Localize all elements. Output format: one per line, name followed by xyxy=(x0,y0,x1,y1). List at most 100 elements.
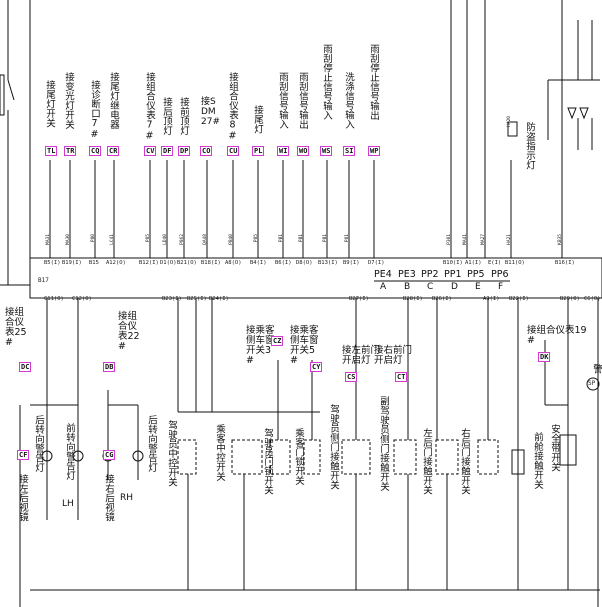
label-left-rear-turn: 后转向警告灯 xyxy=(33,415,44,472)
pin-b27: B27(I) xyxy=(349,296,369,302)
wire-dp: P862 xyxy=(180,234,185,245)
code-cs: CS xyxy=(345,372,358,382)
pin-b15: B15 xyxy=(89,260,99,266)
label-front-dome: 接前顶灯 xyxy=(178,97,189,135)
pp1-label: PP1 xyxy=(444,269,462,280)
pin-d7: D7(I) xyxy=(368,260,385,266)
pin-b21: B21(O) xyxy=(177,260,197,266)
wire-pl: P85 xyxy=(254,234,259,243)
pin-b9: B9(I) xyxy=(343,260,360,266)
label-driver-lock-switch: 驾驶员中控开关 xyxy=(166,420,177,487)
wire-ws: PB1 xyxy=(323,234,328,243)
pin-e: E(I) xyxy=(488,260,502,266)
code-df: DF xyxy=(161,146,174,156)
code-wo: WO xyxy=(297,146,310,156)
code-cr: CR xyxy=(107,146,120,156)
pin-b28: B28(I) xyxy=(403,296,423,302)
code-co: CO xyxy=(200,146,213,156)
pin-b23: B23(I) xyxy=(162,296,182,302)
label-warning: 警 xyxy=(591,364,602,374)
label-dimmer-switch: 接变光灯开关 xyxy=(63,72,74,129)
label-wiper-stop-out: 雨刮停止信号输出 xyxy=(368,44,379,120)
label-hood-switch: 前舱接触开关 xyxy=(532,432,543,489)
pin-b18: B18(I) xyxy=(201,260,221,266)
wire-ha21: HA21 xyxy=(507,234,512,245)
letter-b: B xyxy=(404,282,411,292)
label-tail-relay: 接尾灯继电器 xyxy=(108,72,119,129)
pin-a12: A12(O) xyxy=(106,260,126,266)
code-tl: TL xyxy=(45,146,58,156)
code-ct: CT xyxy=(395,372,408,382)
pin-b10: B10(I) xyxy=(443,260,463,266)
wire-ma27: MA27 xyxy=(481,234,486,245)
pin-b24: B24(I) xyxy=(209,296,229,302)
label-diag-port: 接诊断口7# xyxy=(89,80,100,140)
label-sdm: 接SDM27# xyxy=(201,97,220,127)
label-anti-theft: 防盗指示灯 xyxy=(524,122,535,170)
pin-b22: B22(I) xyxy=(509,296,529,302)
pin-b16: B16(I) xyxy=(555,260,575,266)
pe3-label: PE3 xyxy=(398,269,416,280)
pin-a8: A8(O) xyxy=(225,260,242,266)
wire-co: QA48 xyxy=(203,234,208,245)
code-cq: CQ xyxy=(89,146,102,156)
label-passenger-door-lock: 乘客门锁开关 xyxy=(293,428,304,485)
pin-b4: B4(I) xyxy=(250,260,267,266)
label-driver-door-lock: 驾驶员门锁开关 xyxy=(262,428,273,495)
wire-kb35: KB35 xyxy=(558,234,563,245)
pin-b29: B29(O) xyxy=(560,296,580,302)
wire-cv: P85 xyxy=(146,234,151,243)
code-cg: CG xyxy=(103,450,116,460)
wire-p301: P301 xyxy=(447,234,452,245)
pin-b25: B25(I) xyxy=(187,296,207,302)
label-washer-in: 洗涤信号输入 xyxy=(343,72,354,129)
label-right-mirror: 接右后视镜 xyxy=(103,474,114,522)
label-window-5: 接乘客侧车窗开关5# xyxy=(290,325,319,366)
label-rh: RH xyxy=(120,493,134,503)
wire-ha20: HA20 xyxy=(507,116,512,127)
code-cz: CZ xyxy=(271,336,284,346)
code-cy: CY xyxy=(310,362,323,372)
pin-c12: C12(O) xyxy=(72,296,92,302)
pin-b6: B6(I) xyxy=(275,260,292,266)
pp2-label: PP2 xyxy=(421,269,439,280)
label-window-3: 接乘客侧车窗开关3# xyxy=(246,325,275,366)
label-rear-dome: 接后顶灯 xyxy=(161,97,172,135)
code-dp: DP xyxy=(178,146,191,156)
code-dc: DC xyxy=(19,362,32,372)
pin-b11: B11(O) xyxy=(505,260,525,266)
letter-d: D xyxy=(451,282,458,292)
label-tail-switch: 接尾灯开关 xyxy=(44,80,55,128)
pin-b19: B19(I) xyxy=(62,260,82,266)
label-codriver-door-contact: 副驾驶员侧门接触开关 xyxy=(378,396,389,491)
label-cluster-8: 接组合仪表8# xyxy=(227,72,238,142)
code-cu: CU xyxy=(227,146,240,156)
label-right-rear-door: 右后门接触开关 xyxy=(459,428,470,495)
label-wiper-out: 雨刮信号输出 xyxy=(297,72,308,129)
pin-b5: B5(I) xyxy=(44,260,61,266)
wire-cu: PB40 xyxy=(229,234,234,245)
pin-b17: B17 xyxy=(38,277,49,284)
label-tail-lamp: 接尾灯 xyxy=(252,105,263,134)
pin-a1: A1(I) xyxy=(465,260,482,266)
pin-c11: C11(O) xyxy=(44,296,64,302)
letter-f: F xyxy=(498,282,504,292)
wire-cr: LC41 xyxy=(110,234,115,245)
code-pl: PL xyxy=(252,146,265,156)
letter-a: A xyxy=(380,282,387,292)
label-cluster-25: 接组合仪表25# xyxy=(5,307,27,348)
label-passenger-lock-switch: 乘客中控开关 xyxy=(214,424,225,481)
pin-d1: D1(O) xyxy=(160,260,177,266)
label-right-door-lamp: 接右前门开启灯 xyxy=(374,345,413,366)
label-sp: SP xyxy=(588,380,596,387)
pin-c6: C6(O) xyxy=(584,296,601,302)
wire-cq: P80 xyxy=(91,234,96,243)
label-lh: LH xyxy=(62,499,74,509)
label-wiper-in: 雨刮信号输入 xyxy=(277,72,288,129)
wire-tr: MA30 xyxy=(66,234,71,245)
code-db: DB xyxy=(103,362,116,372)
code-ws: WS xyxy=(320,146,333,156)
label-wiper-stop-in: 雨刮停止信号输入 xyxy=(321,44,332,120)
label-seatbelt-switch: 安全带开关 xyxy=(549,424,560,472)
